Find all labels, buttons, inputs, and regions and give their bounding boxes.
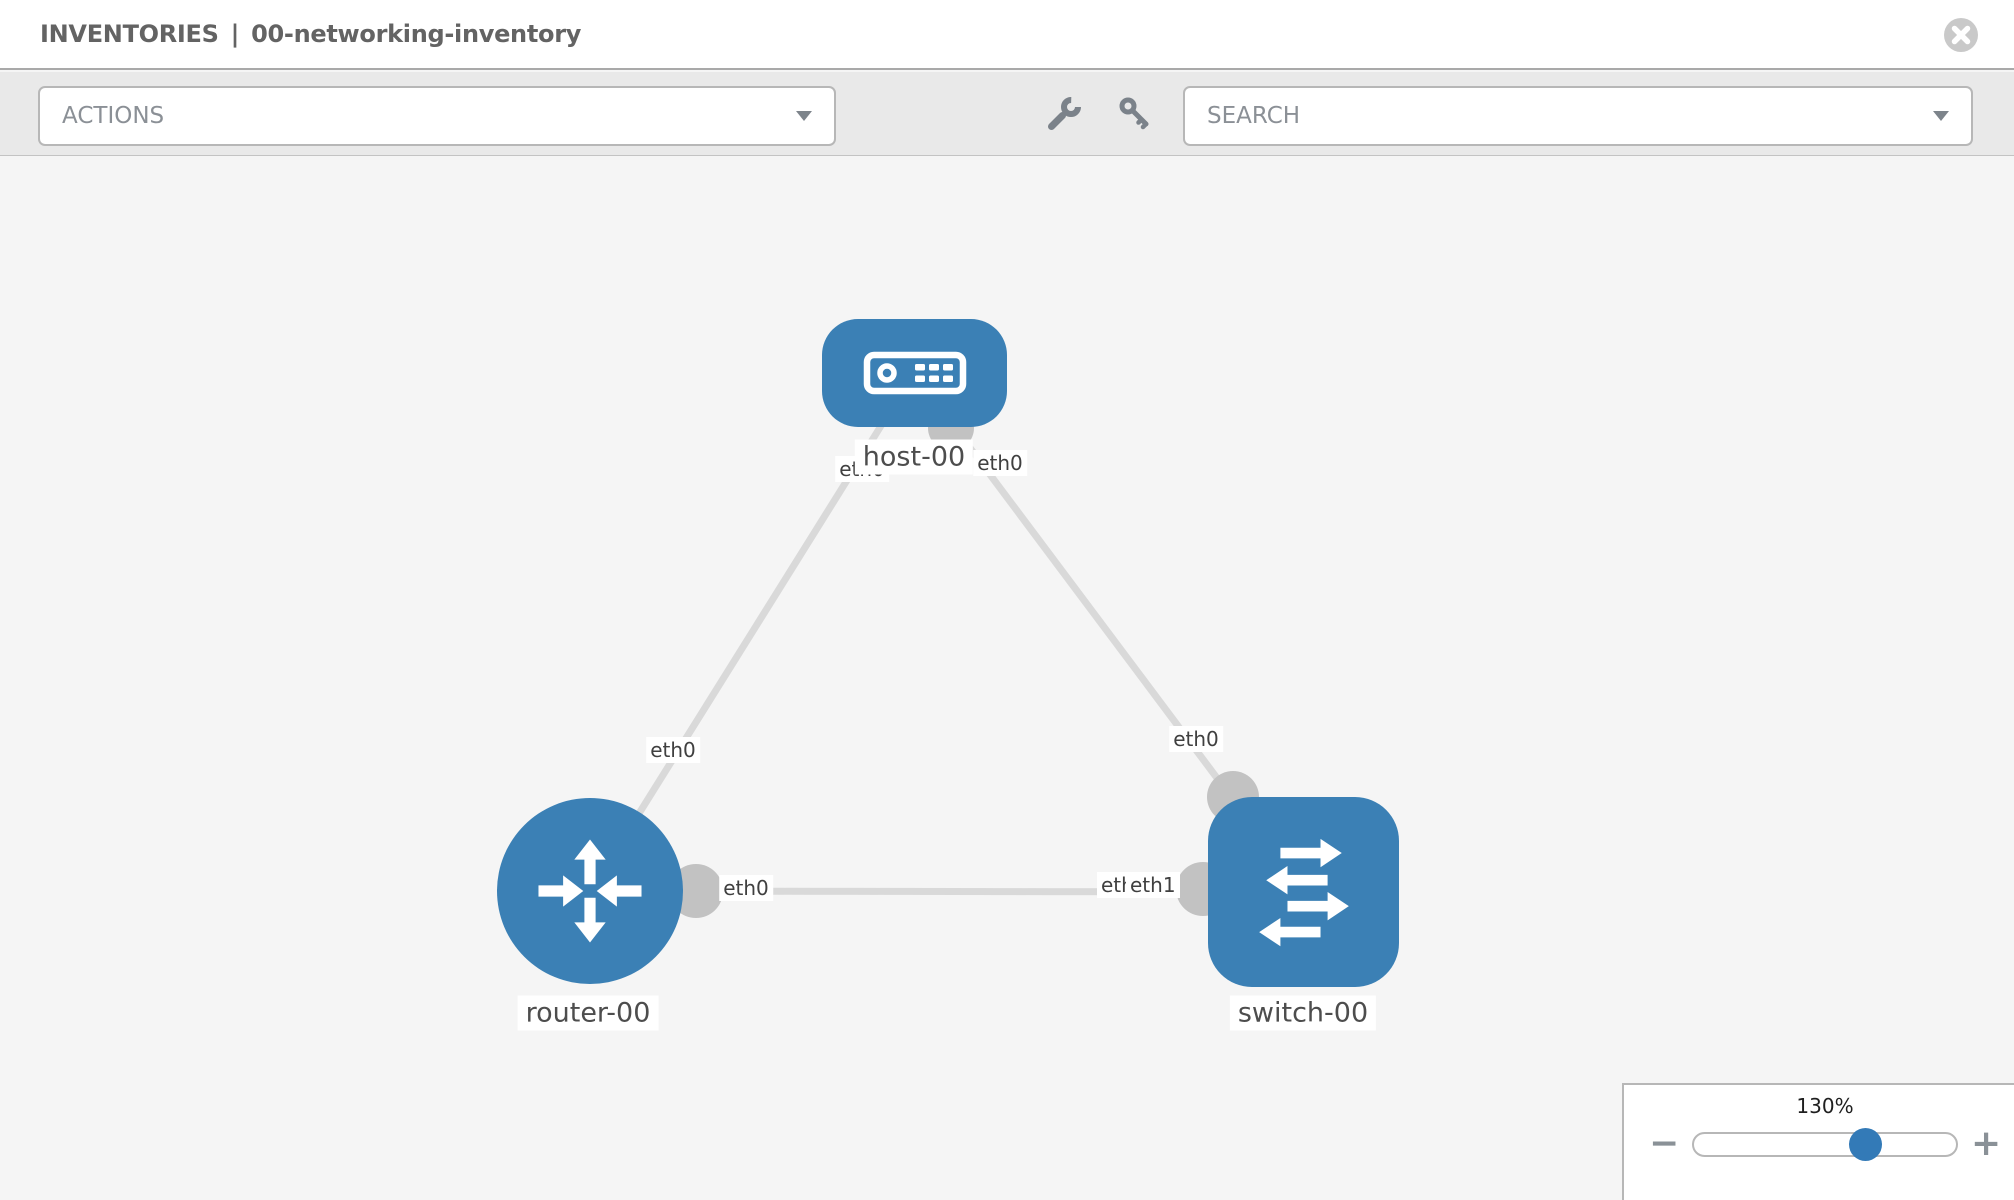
toolbar: ACTIONS SEARCH xyxy=(0,72,2014,156)
port-router-eth0[interactable] xyxy=(669,864,723,918)
zoom-out-button[interactable]: − xyxy=(1649,1123,1680,1164)
actions-dropdown-label: ACTIONS xyxy=(62,103,165,129)
interface-label-eth1: eth1 xyxy=(1126,872,1180,898)
breadcrumb-inventory-name: 00-networking-inventory xyxy=(251,20,582,48)
router-arrows-icon xyxy=(538,839,642,943)
zoom-slider-thumb[interactable] xyxy=(1849,1128,1882,1161)
page-title: INVENTORIES | 00-networking-inventory xyxy=(40,20,581,48)
breadcrumb-section: INVENTORIES xyxy=(40,20,219,48)
zoom-slider[interactable] xyxy=(1692,1128,1958,1161)
interface-label-eth0: eth0 xyxy=(646,737,700,763)
topology-canvas[interactable]: host-00 router-00 switch-00 eth0 eth0 et… xyxy=(0,157,2014,1200)
zoom-percent-value: 130% xyxy=(1796,1094,1854,1118)
close-button[interactable] xyxy=(1942,16,1980,54)
zoom-panel: 130% − + xyxy=(1622,1083,2014,1200)
interface-ports xyxy=(669,405,1259,918)
key-icon[interactable] xyxy=(1116,94,1154,132)
search-placeholder: SEARCH xyxy=(1207,103,1301,129)
breadcrumb-separator: | xyxy=(230,20,240,48)
topology-links-layer xyxy=(587,370,1306,918)
node-switch-00[interactable] xyxy=(1208,797,1399,987)
chevron-down-icon xyxy=(1933,111,1949,121)
host-server-icon xyxy=(863,351,966,395)
actions-dropdown[interactable]: ACTIONS xyxy=(38,86,836,146)
node-label-switch-00: switch-00 xyxy=(1229,995,1377,1031)
wrench-icon[interactable] xyxy=(1046,94,1084,132)
search-dropdown[interactable]: SEARCH xyxy=(1183,86,1973,146)
chevron-down-icon xyxy=(796,111,812,121)
node-label-router-00: router-00 xyxy=(517,995,659,1031)
switch-arrows-icon xyxy=(1258,838,1349,947)
node-host-00[interactable] xyxy=(822,319,1007,427)
close-icon xyxy=(1944,18,1978,52)
interface-label-eth0: eth0 xyxy=(719,875,773,901)
interface-label-eth0: eth0 xyxy=(1169,726,1223,752)
zoom-in-button[interactable]: + xyxy=(1971,1123,2002,1164)
node-router-00[interactable] xyxy=(497,798,683,984)
page-header: INVENTORIES | 00-networking-inventory xyxy=(0,0,2014,70)
interface-label-eth0: eth0 xyxy=(973,450,1027,476)
node-label-host-00: host-00 xyxy=(854,439,974,475)
